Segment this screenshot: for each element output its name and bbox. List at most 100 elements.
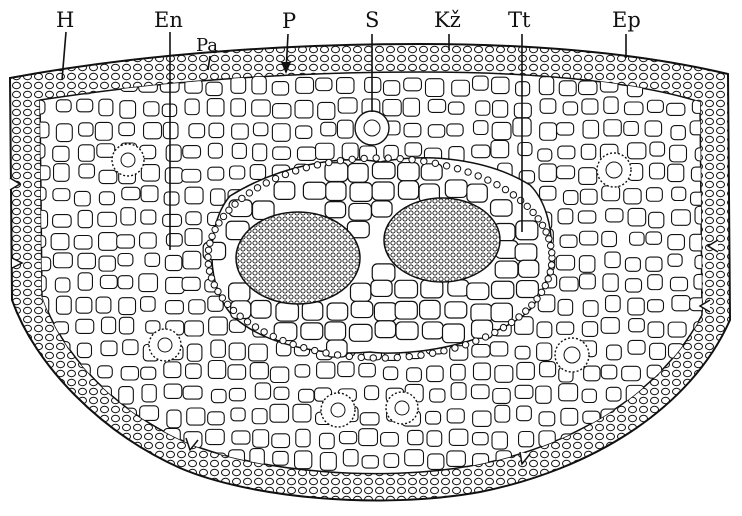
mesophyll-cell [579,81,597,95]
mesophyll-cell [183,251,201,269]
endodermis-cell [282,171,288,177]
endodermis-cell [237,313,243,319]
mesophyll-cell [649,212,664,228]
transfusion-cell [274,182,295,200]
mesophyll-cell [648,275,663,290]
transfusion-cell [301,323,323,340]
mesophyll-cell [560,235,577,247]
mesophyll-cell [99,99,113,116]
mesophyll-cell [231,77,246,94]
mesophyll-cell [100,275,117,288]
mesophyll-cell [515,385,533,398]
mesophyll-cell [563,102,577,115]
mesophyll-cell [514,103,531,117]
endodermis-cell [547,269,553,275]
mesophyll-cell [472,433,488,445]
mesophyll-cell [211,389,226,402]
endodermis-cell [303,164,309,170]
mesophyll-cell [78,210,92,227]
mesophyll-cell [252,409,267,424]
mesophyll-cell [580,189,597,204]
endodermis-cell [370,355,376,361]
mesophyll-cell [650,142,665,156]
mesophyll-cell [53,215,72,228]
mesophyll-cell [447,124,463,136]
mesophyll-cell [272,434,290,448]
mesophyll-cell [578,211,595,223]
mesophyll-cell [449,429,468,445]
mesophyll-cell [123,340,138,355]
mesophyll-cell [98,453,115,467]
mesophyll-cell [540,99,556,114]
mesophyll-cell [253,123,267,136]
mesophyll-cell [538,149,552,161]
mesophyll-cell [321,122,336,135]
transfusion-cell [372,201,392,217]
transfusion-cell [229,283,250,301]
mesophyll-cell [295,365,310,377]
resin-canal-bottom-center [321,393,355,427]
mesophyll-cell [604,120,621,136]
endodermis-cell [239,195,245,201]
mesophyll-cell [79,123,93,136]
mesophyll-cell [232,143,246,158]
mesophyll-cell [495,405,510,422]
endodermis-cell [290,341,296,347]
endodermis-cell [542,282,548,288]
endodermis-cell [492,329,498,335]
mesophyll-cell [140,233,157,248]
endodermis-cell [539,222,545,228]
endodermis-cell [349,156,355,162]
mesophyll-cell [473,363,490,380]
mesophyll-cell [693,434,708,449]
mesophyll-cell [338,98,357,113]
transfusion-cell [491,200,513,216]
mesophyll-cell [75,451,93,466]
endodermis-cell [508,319,514,325]
mesophyll-cell [272,82,288,95]
mesophyll-cell [231,99,246,116]
mesophyll-cell [189,124,205,138]
mesophyll-cell [208,167,224,180]
mesophyll-cell [668,322,686,337]
mesophyll-cell [582,99,598,114]
mesophyll-cell [539,164,556,182]
endodermis-cell [205,254,211,260]
mesophyll-cell [404,123,421,136]
mesophyll-cell [121,208,136,225]
mesophyll-cell [601,318,619,334]
endodermis-cell [323,350,329,356]
endodermis-cell [226,207,232,213]
mesophyll-cell [473,76,489,90]
endodermis-cell [473,338,479,344]
mesophyll-cell [606,387,621,401]
transfusion-cell [326,182,346,201]
mesophyll-cell [187,344,202,361]
endodermis-cell [524,203,530,209]
mesophyll-cell [536,386,551,403]
mesophyll-cell [539,412,555,426]
mesophyll-cell [425,79,443,97]
mesophyll-cell [540,123,557,140]
mesophyll-cell [51,234,69,250]
mesophyll-cell [648,322,664,338]
mesophyll-cell [650,343,666,359]
mesophyll-cell [558,146,575,159]
mesophyll-cell [164,362,181,378]
endodermis-cell [485,177,491,183]
mesophyll-cell [208,412,225,425]
mesophyll-cell [77,343,91,357]
transfusion-cell [350,283,370,301]
transfusion-cell [302,302,322,320]
mesophyll-cell [628,298,644,315]
endodermis-cell [397,155,403,161]
transfusion-cell [395,301,417,319]
mesophyll-cell [119,298,136,315]
endodermis-cell [244,319,250,325]
mesophyll-cell [97,144,115,158]
mesophyll-cell [427,366,443,381]
mesophyll-cell [121,367,138,380]
mesophyll-cell [405,143,422,156]
endodermis-cell [406,353,412,359]
endodermis-cell [523,308,529,314]
